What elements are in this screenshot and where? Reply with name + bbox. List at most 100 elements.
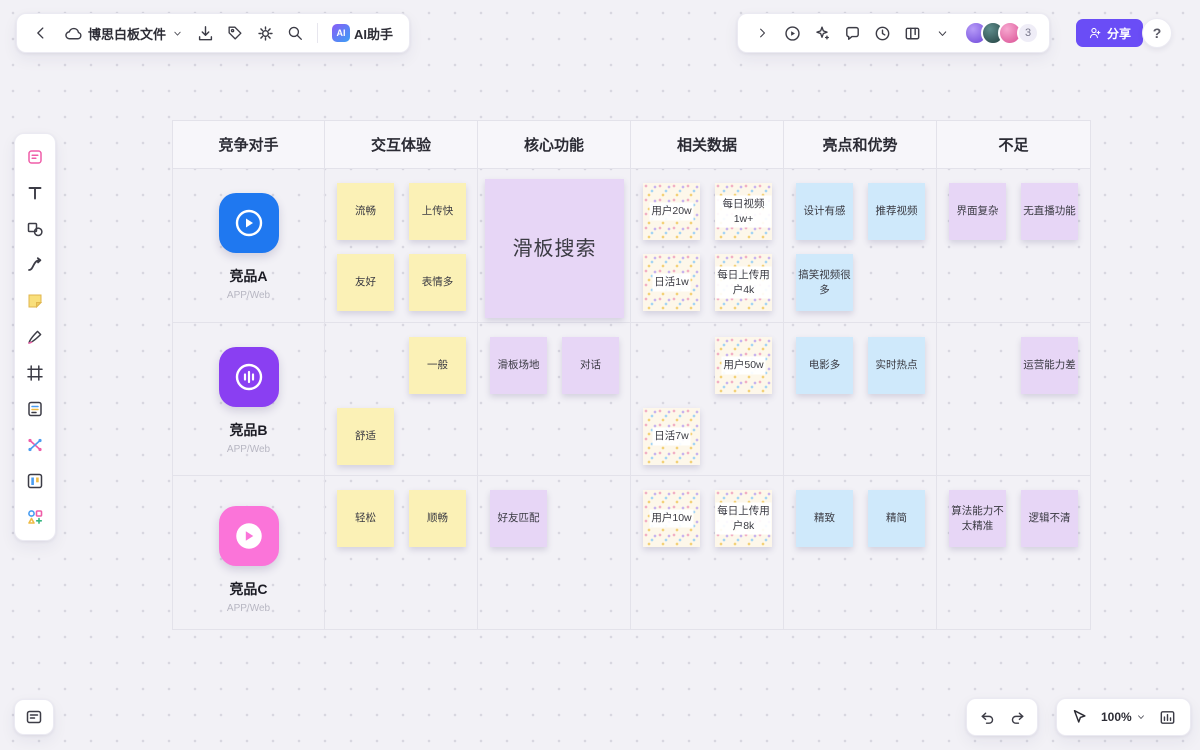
competitor-platform[interactable]: APP/Web	[226, 444, 271, 455]
app-icon-competitor-b[interactable]	[218, 347, 279, 407]
sticky-note[interactable]: 轻松	[337, 490, 394, 547]
table-header-interaction[interactable]: 交互体验	[325, 121, 478, 169]
undo-button[interactable]	[973, 703, 1001, 731]
laser-pointer-button[interactable]	[808, 19, 836, 47]
sticky-note[interactable]: 每日上传用户8k	[715, 490, 772, 547]
sticky-note[interactable]: 好友匹配	[490, 490, 547, 547]
expand-button[interactable]	[748, 19, 776, 47]
back-button[interactable]	[27, 19, 55, 47]
sticky-text: 用户10w	[651, 511, 692, 526]
frame-tool-button[interactable]	[20, 358, 50, 388]
table-header-core-features[interactable]: 核心功能	[478, 121, 631, 169]
competitor-platform[interactable]: APP/Web	[226, 603, 271, 614]
shapes-tool-button[interactable]	[20, 214, 50, 244]
sticky-note[interactable]: 精致	[796, 490, 853, 547]
presentation-button[interactable]	[1154, 703, 1182, 731]
collaborator-count-badge[interactable]: 3	[1017, 22, 1039, 44]
table-header-data[interactable]: 相关数据	[631, 121, 784, 169]
collaborator-avatars[interactable]: 3	[964, 21, 1039, 45]
topbar-right: 3	[737, 13, 1050, 53]
sticky-note[interactable]: 每日视频1w+	[715, 183, 772, 240]
sticky-note[interactable]: 电影多	[796, 337, 853, 394]
sticky-note[interactable]: 实时热点	[868, 337, 925, 394]
play-circle-icon	[235, 209, 262, 237]
sticky-note[interactable]: 逻辑不清	[1021, 490, 1078, 547]
competitor-name[interactable]: 竞品A	[229, 268, 268, 284]
sticky-note[interactable]: 界面复杂	[949, 183, 1006, 240]
competitor-name[interactable]: 竞品B	[229, 422, 268, 438]
present-button[interactable]	[778, 19, 806, 47]
sticky-note-large[interactable]: 滑板搜索	[485, 179, 624, 318]
play-circle-icon	[784, 25, 800, 41]
table-tool-button[interactable]	[20, 466, 50, 496]
sticky-text: 日活1w	[654, 275, 689, 290]
sticky-note[interactable]: 每日上传用户4k	[715, 254, 772, 311]
sticky-note[interactable]: 无直播功能	[1021, 183, 1078, 240]
search-button[interactable]	[281, 19, 309, 47]
play-circle-icon	[235, 523, 262, 549]
sticky-note[interactable]: 用户20w	[643, 183, 700, 240]
comments-button[interactable]	[838, 19, 866, 47]
sticky-note-tool-button[interactable]	[20, 286, 50, 316]
chevron-left-icon	[37, 27, 44, 39]
notes-panel-button[interactable]	[14, 699, 54, 735]
history-button[interactable]	[868, 19, 896, 47]
app-icon-competitor-c[interactable]	[218, 506, 279, 566]
table-header-weaknesses[interactable]: 不足	[937, 121, 1090, 169]
text-tool-button[interactable]	[20, 178, 50, 208]
sticky-note[interactable]: 顺畅	[409, 490, 466, 547]
apps-tool-button[interactable]	[20, 502, 50, 532]
competitor-name[interactable]: 竞品C	[229, 581, 268, 597]
table-header-highlights[interactable]: 亮点和优势	[784, 121, 937, 169]
collapse-button[interactable]	[928, 19, 956, 47]
cell-c-core: 好友匹配	[478, 476, 631, 629]
cell-c-weaknesses: 算法能力不太精准 逻辑不清	[937, 476, 1090, 629]
sticky-note[interactable]: 搞笑视频很多	[796, 254, 853, 311]
table-header-competitors[interactable]: 竞争对手	[173, 121, 325, 169]
mindmap-icon	[28, 438, 42, 452]
sticky-note[interactable]: 流畅	[337, 183, 394, 240]
sticky-note[interactable]: 日活1w	[643, 254, 700, 311]
view-controls-bar: 100%	[1056, 698, 1191, 736]
sticky-note[interactable]: 一般	[409, 337, 466, 394]
sticky-note[interactable]: 舒适	[337, 408, 394, 465]
cursor-arrow-icon	[1073, 709, 1086, 723]
sticky-note[interactable]: 运营能力差	[1021, 337, 1078, 394]
tag-button[interactable]	[221, 19, 249, 47]
sparkle-icon	[816, 26, 829, 40]
sticky-note[interactable]: 用户50w	[715, 337, 772, 394]
ai-assistant-button[interactable]: AI AI助手	[326, 20, 399, 47]
pen-tool-button[interactable]	[20, 322, 50, 352]
connector-tool-button[interactable]	[20, 250, 50, 280]
ai-logo-icon: AI	[332, 24, 351, 42]
app-icon-competitor-a[interactable]	[218, 193, 279, 253]
sticky-text: 日活7w	[654, 429, 689, 444]
pointer-tool-button[interactable]	[1065, 703, 1093, 731]
sticky-note[interactable]: 上传快	[409, 183, 466, 240]
mindmap-tool-button[interactable]	[20, 430, 50, 460]
document-tool-button[interactable]	[20, 394, 50, 424]
templates-tool-button[interactable]	[20, 142, 50, 172]
settings-button[interactable]	[251, 19, 279, 47]
competitor-cell-a: 竞品A APP/Web	[173, 169, 325, 323]
sticky-note[interactable]: 精简	[868, 490, 925, 547]
help-button[interactable]: ?	[1142, 18, 1172, 48]
zoom-level-dropdown[interactable]: 100%	[1097, 706, 1150, 728]
sticky-note[interactable]: 算法能力不太精准	[949, 490, 1006, 547]
sticky-note[interactable]: 表情多	[409, 254, 466, 311]
sticky-note[interactable]: 用户10w	[643, 490, 700, 547]
cell-b-data: 用户50w 日活7w	[631, 323, 784, 476]
share-button[interactable]: 分享	[1076, 19, 1144, 47]
redo-button[interactable]	[1003, 703, 1031, 731]
sticky-note[interactable]: 滑板场地	[490, 337, 547, 394]
file-menu[interactable]: 博思白板文件	[57, 20, 189, 47]
sticky-note[interactable]: 推荐视频	[868, 183, 925, 240]
sticky-note[interactable]: 日活7w	[643, 408, 700, 465]
sticky-note[interactable]: 对话	[562, 337, 619, 394]
import-button[interactable]	[191, 19, 219, 47]
competitor-platform[interactable]: APP/Web	[226, 290, 271, 301]
sticky-note[interactable]: 友好	[337, 254, 394, 311]
sticky-note[interactable]: 设计有感	[796, 183, 853, 240]
widgets-button[interactable]	[898, 19, 926, 47]
